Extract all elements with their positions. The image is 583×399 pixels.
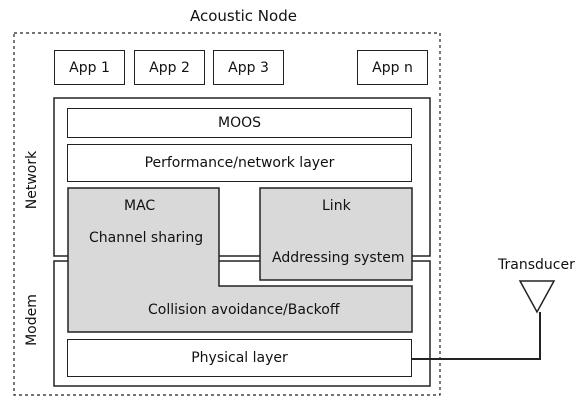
link-label: Link — [322, 198, 351, 214]
network-label: Network — [24, 150, 40, 210]
mac-collision-shape — [67, 187, 413, 333]
app-box-3: App 3 — [213, 50, 284, 85]
app-box-1: App 1 — [54, 50, 125, 85]
performance-label: Performance/network layer — [144, 155, 335, 171]
performance-layer: Performance/network layer — [67, 144, 412, 182]
app-box-2: App 2 — [134, 50, 205, 85]
app-label: App 1 — [69, 59, 110, 76]
app-box-n: App n — [357, 50, 428, 85]
physical-layer: Physical layer — [67, 339, 412, 377]
channel-sharing-label: Channel sharing — [89, 230, 204, 246]
app-label: App n — [372, 59, 413, 76]
mac-label: MAC — [124, 198, 156, 214]
transducer-icon — [518, 280, 556, 314]
collision-label: Collision avoidance/Backoff — [148, 302, 340, 318]
modem-label: Modem — [24, 294, 40, 346]
app-label: App 3 — [228, 59, 269, 76]
node-title: Acoustic Node — [190, 7, 297, 25]
transducer-wire — [412, 312, 541, 360]
moos-label: MOOS — [217, 115, 261, 131]
link-box — [259, 187, 413, 281]
transducer-label: Transducer — [498, 257, 575, 273]
moos-layer: MOOS — [67, 108, 412, 138]
physical-label: Physical layer — [191, 350, 288, 366]
addressing-label: Addressing system — [272, 250, 405, 266]
acoustic-node-boundary — [13, 32, 441, 396]
app-label: App 2 — [149, 59, 190, 76]
